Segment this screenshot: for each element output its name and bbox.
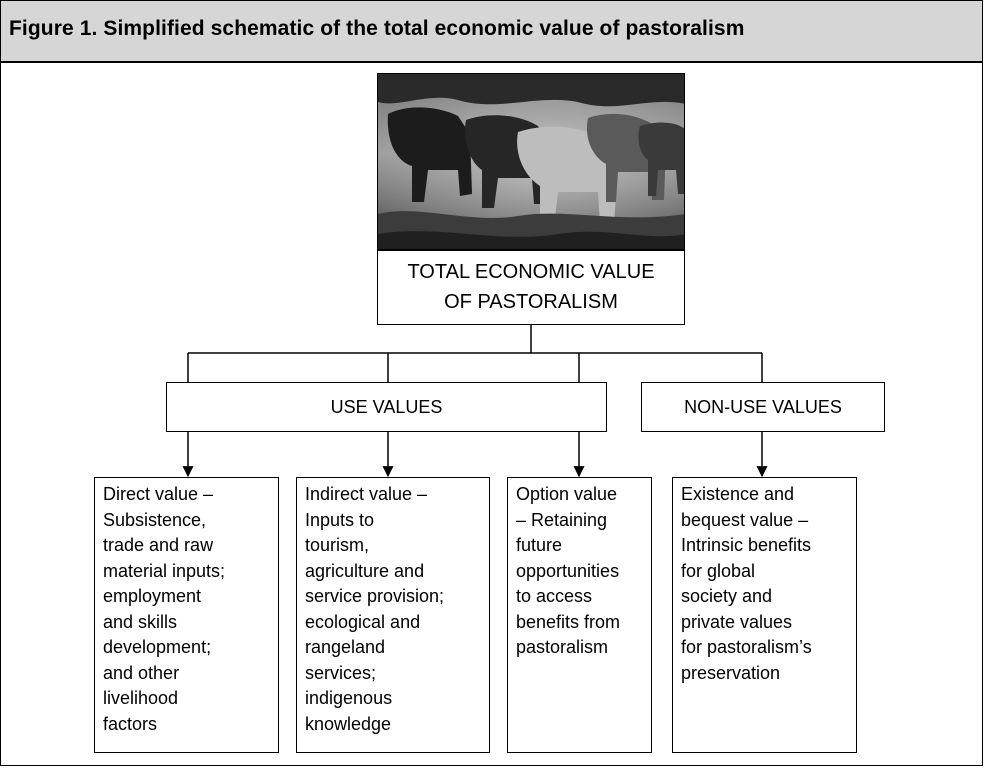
leaf-line: opportunities (516, 560, 620, 581)
leaf-line: to access (516, 586, 593, 606)
leaf-line: preservation (681, 662, 781, 683)
leaf-line: pastoralism (516, 637, 609, 657)
leaf-line: Indirect value – (305, 484, 428, 504)
leaf-line: tourism, (305, 535, 370, 555)
leaf-line: benefits from (516, 611, 621, 632)
leaf-line: livelihood (103, 688, 179, 708)
total-economic-value-box: TOTAL ECONOMIC VALUE OF PASTORALISM (377, 250, 685, 325)
leaf-line: and other (103, 662, 180, 683)
leaf-line: for pastoralism’s (681, 637, 812, 657)
existence-bequest-value-box: Existence and bequest value – Intrinsic … (672, 477, 857, 753)
leaf-line: rangeland (305, 637, 386, 657)
leaf-line: material inputs; (103, 560, 226, 581)
leaf-line: Direct value – (103, 484, 214, 504)
leaf-line: service provision; (305, 586, 445, 606)
non-use-values-label: NON-USE VALUES (684, 397, 842, 417)
leaf-line: private values (681, 611, 793, 632)
figure-title: Figure 1. Simplified schematic of the to… (9, 17, 745, 40)
indirect-value-box: Indirect value – Inputs to tourism, agri… (296, 477, 490, 753)
leaf-line: Inputs to (305, 509, 375, 530)
root-label-line-1: TOTAL ECONOMIC VALUE (407, 261, 655, 283)
leaf-line: Existence and (681, 484, 795, 504)
non-use-values-box: NON-USE VALUES (641, 382, 885, 432)
leaf-line: knowledge (305, 713, 392, 734)
leaf-line: bequest value – (681, 509, 809, 530)
direct-value-box: Direct value – Subsistence, trade and ra… (94, 477, 279, 753)
leaf-line: employment (103, 586, 202, 606)
leaf-line: factors (103, 713, 158, 734)
leaf-line: Option value (516, 484, 618, 504)
leaf-line: Subsistence, (103, 509, 207, 530)
cattle-photo (377, 73, 685, 250)
figure-title-bar: Figure 1. Simplified schematic of the to… (1, 1, 982, 63)
leaf-line: ecological and (305, 611, 421, 632)
root-label-line-2: OF PASTORALISM (444, 291, 618, 313)
leaf-line: development; (103, 637, 212, 657)
cattle-photo-image (378, 74, 684, 249)
leaf-line: for global (681, 560, 756, 581)
leaf-line: society and (681, 586, 773, 606)
leaf-line: – Retaining (516, 509, 608, 530)
use-values-label: USE VALUES (330, 397, 443, 417)
leaf-line: indigenous (305, 688, 393, 708)
leaf-line: services; (305, 662, 377, 683)
leaf-line: agriculture and (305, 560, 425, 581)
use-values-box: USE VALUES (166, 382, 607, 432)
leaf-line: and skills (103, 611, 178, 632)
leaf-line: future (516, 535, 563, 555)
leaf-line: trade and raw (103, 535, 214, 555)
option-value-box: Option value – Retaining future opportun… (507, 477, 652, 753)
leaf-line: Intrinsic benefits (681, 535, 812, 555)
